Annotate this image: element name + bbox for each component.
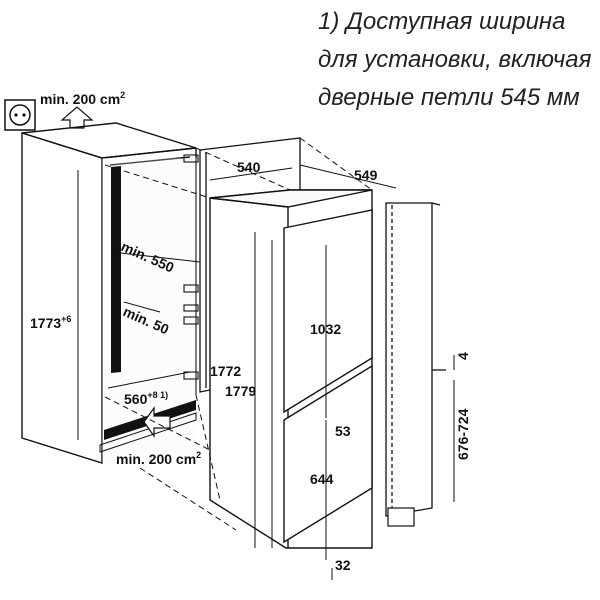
niche-hinges: [183, 154, 199, 380]
side-panel-foot: [387, 507, 415, 527]
dim-1772: 1772: [210, 363, 241, 379]
dim-53: 53: [335, 423, 351, 439]
vent-top-label: min. 200 cm2: [40, 90, 125, 107]
niche-vent-strip: [111, 166, 121, 373]
side-panel: [385, 202, 446, 517]
dim-560: 560+8 1): [124, 390, 168, 407]
dim-32: 32: [335, 557, 351, 573]
guide-lines: [104, 137, 373, 531]
dim-540: 540: [237, 159, 261, 175]
footnote-line-3: дверные петли 545 мм: [318, 84, 580, 111]
airflow-arrow-bottom-icon: [143, 406, 171, 438]
dim-676-724: 676-724: [455, 408, 471, 460]
footnote-line-1: 1) Доступная ширина: [318, 8, 566, 35]
dim-549: 549: [354, 167, 378, 183]
dim-1773: 1773+6: [30, 314, 71, 331]
airflow-arrow-top-icon: [60, 106, 94, 129]
fridge-hinges: [183, 304, 199, 312]
power-socket-icon: [4, 99, 36, 131]
fridge-doors: [283, 209, 373, 544]
dimension-lines: [77, 164, 455, 580]
vent-bottom-label: min. 200 cm2: [116, 450, 201, 467]
dim-1779: 1779: [225, 383, 256, 399]
dim-4: 4: [455, 352, 471, 360]
footnote-line-2: для установки, включая: [318, 46, 592, 73]
dim-1032: 1032: [310, 321, 341, 337]
dim-644: 644: [310, 471, 334, 487]
